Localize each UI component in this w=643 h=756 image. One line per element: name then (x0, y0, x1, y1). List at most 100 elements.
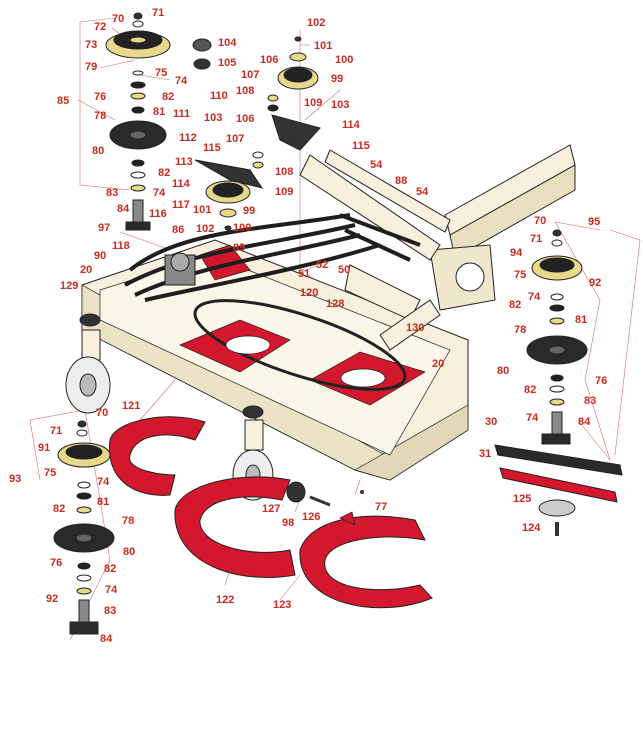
callout-103: 103 (204, 112, 222, 124)
idler-pulley-99-upper (277, 36, 319, 90)
callout-111: 111 (173, 108, 190, 120)
caster-wheel-left (65, 313, 111, 414)
callout-105: 105 (218, 57, 236, 69)
callout-126: 126 (302, 511, 320, 523)
blade-31 (499, 467, 618, 503)
callout-82: 82 (158, 167, 170, 179)
callout-127: 127 (262, 503, 280, 515)
callout-51: 51 (298, 268, 310, 280)
callout-120: 120 (300, 287, 318, 299)
leader-lines (29, 17, 641, 641)
callout-82: 82 (53, 503, 65, 515)
callout-115: 115 (203, 142, 221, 154)
callout-112: 112 (179, 132, 197, 144)
callout-75: 75 (514, 269, 526, 281)
callout-101: 101 (314, 40, 332, 52)
callout-84: 84 (100, 633, 113, 645)
callout-31: 31 (479, 448, 491, 460)
callout-106: 106 (236, 113, 254, 125)
spindle-stack-lower-left (53, 420, 115, 635)
callout-116: 116 (149, 208, 167, 220)
callout-79: 79 (85, 61, 97, 73)
callout-82: 82 (509, 299, 521, 311)
callout-117: 117 (172, 199, 190, 211)
callout-106: 106 (260, 54, 278, 66)
callout-54: 54 (370, 159, 383, 171)
callout-110: 110 (210, 90, 228, 102)
callout-52: 52 (316, 259, 328, 271)
callout-70: 70 (112, 13, 124, 25)
callout-84: 84 (578, 416, 591, 428)
blade-30 (494, 444, 623, 476)
callout-75: 75 (44, 467, 56, 479)
callout-73: 73 (85, 39, 97, 51)
callout-78: 78 (514, 324, 526, 336)
baffle-121 (108, 416, 206, 496)
callout-102: 102 (307, 17, 325, 29)
callout-113: 113 (175, 156, 193, 168)
callout-97: 97 (98, 222, 110, 234)
callout-95: 95 (588, 216, 600, 228)
callout-114: 114 (172, 178, 191, 190)
callout-54: 54 (416, 186, 429, 198)
callout-71: 71 (530, 233, 542, 245)
callout-83: 83 (584, 395, 596, 407)
callout-99: 99 (243, 205, 255, 217)
baffle-123 (299, 511, 433, 609)
callout-74: 74 (175, 75, 188, 87)
gearbox-pulley-104 (192, 38, 212, 70)
spindle-stack-upper-left (105, 12, 171, 231)
callout-104: 104 (218, 37, 237, 49)
callout-50: 50 (338, 264, 350, 276)
callout-84: 84 (117, 203, 130, 215)
callout-76: 76 (595, 375, 607, 387)
hardware-127-98-126 (286, 481, 364, 507)
callout-88: 88 (395, 175, 407, 187)
lift-frame (299, 144, 576, 351)
callout-78: 78 (122, 515, 134, 527)
callout-109: 109 (275, 186, 293, 198)
callout-81: 81 (153, 106, 165, 118)
baffle-122 (174, 476, 296, 578)
callout-77: 77 (375, 501, 387, 513)
callout-103: 103 (331, 99, 349, 111)
callout-80: 80 (92, 145, 104, 157)
blade-hub-125 (538, 499, 576, 536)
callout-90: 90 (94, 250, 106, 262)
callout-109: 109 (304, 97, 322, 109)
callout-74: 74 (97, 476, 110, 488)
callout-101: 101 (193, 204, 211, 216)
callout-74: 74 (526, 412, 539, 424)
drive-belt (193, 299, 407, 391)
callout-70: 70 (96, 407, 108, 419)
callout-107: 107 (241, 69, 259, 81)
callout-74: 74 (528, 291, 541, 303)
callout-93: 93 (9, 473, 21, 485)
gearbox (164, 252, 196, 286)
callout-labels: 70 71 72 73 79 74 75 85 76 82 78 81 111 … (9, 7, 607, 645)
callout-83: 83 (106, 187, 118, 199)
callout-85: 85 (57, 95, 69, 107)
spindle-stack-right (526, 229, 588, 445)
callout-92: 92 (589, 277, 601, 289)
callout-98: 98 (282, 517, 294, 529)
mower-deck (81, 239, 469, 481)
callout-102: 102 (196, 223, 214, 235)
callout-81: 81 (97, 496, 109, 508)
hydraulic-hoses (124, 213, 421, 302)
callout-107: 107 (226, 133, 244, 145)
callout-81: 81 (575, 314, 587, 326)
callout-72: 72 (94, 21, 106, 33)
callout-118: 118 (112, 240, 130, 252)
callout-100: 100 (335, 54, 353, 66)
callout-76: 76 (50, 557, 62, 569)
callout-123: 123 (273, 599, 291, 611)
callout-94: 94 (510, 247, 523, 259)
callout-114: 114 (342, 119, 361, 131)
callout-100: 100 (233, 222, 251, 234)
callout-128: 128 (326, 298, 344, 310)
callout-76: 76 (94, 91, 106, 103)
callout-121: 121 (122, 400, 140, 412)
callout-124: 124 (522, 522, 541, 534)
